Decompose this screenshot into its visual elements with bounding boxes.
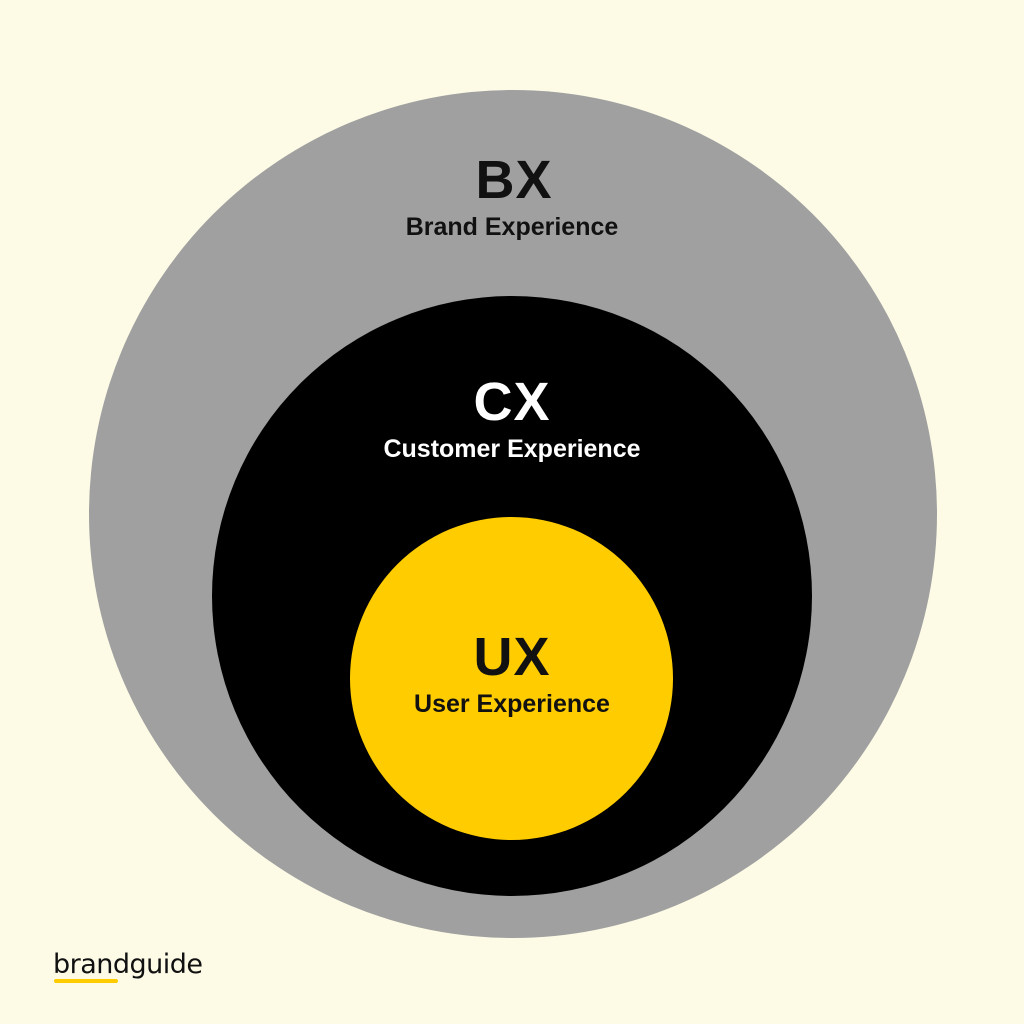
- cx-abbreviation: CX: [473, 372, 551, 432]
- ux-label-group: UX User Experience: [0, 627, 1024, 721]
- bx-full-label: Brand Experience: [405, 213, 619, 241]
- ux-full-label: User Experience: [414, 690, 610, 718]
- bx-abbreviation: BX: [475, 150, 553, 210]
- logo-wordmark: brandguide: [53, 949, 203, 980]
- logo-underline: [54, 979, 118, 983]
- ux-abbreviation: UX: [473, 627, 551, 687]
- bx-label-group: BX Brand Experience: [0, 150, 1024, 244]
- cx-full-label: Customer Experience: [383, 435, 641, 463]
- ux-circle: [350, 517, 673, 840]
- cx-label-group: CX Customer Experience: [0, 372, 1024, 466]
- brandguide-logo: brandguide: [53, 948, 203, 988]
